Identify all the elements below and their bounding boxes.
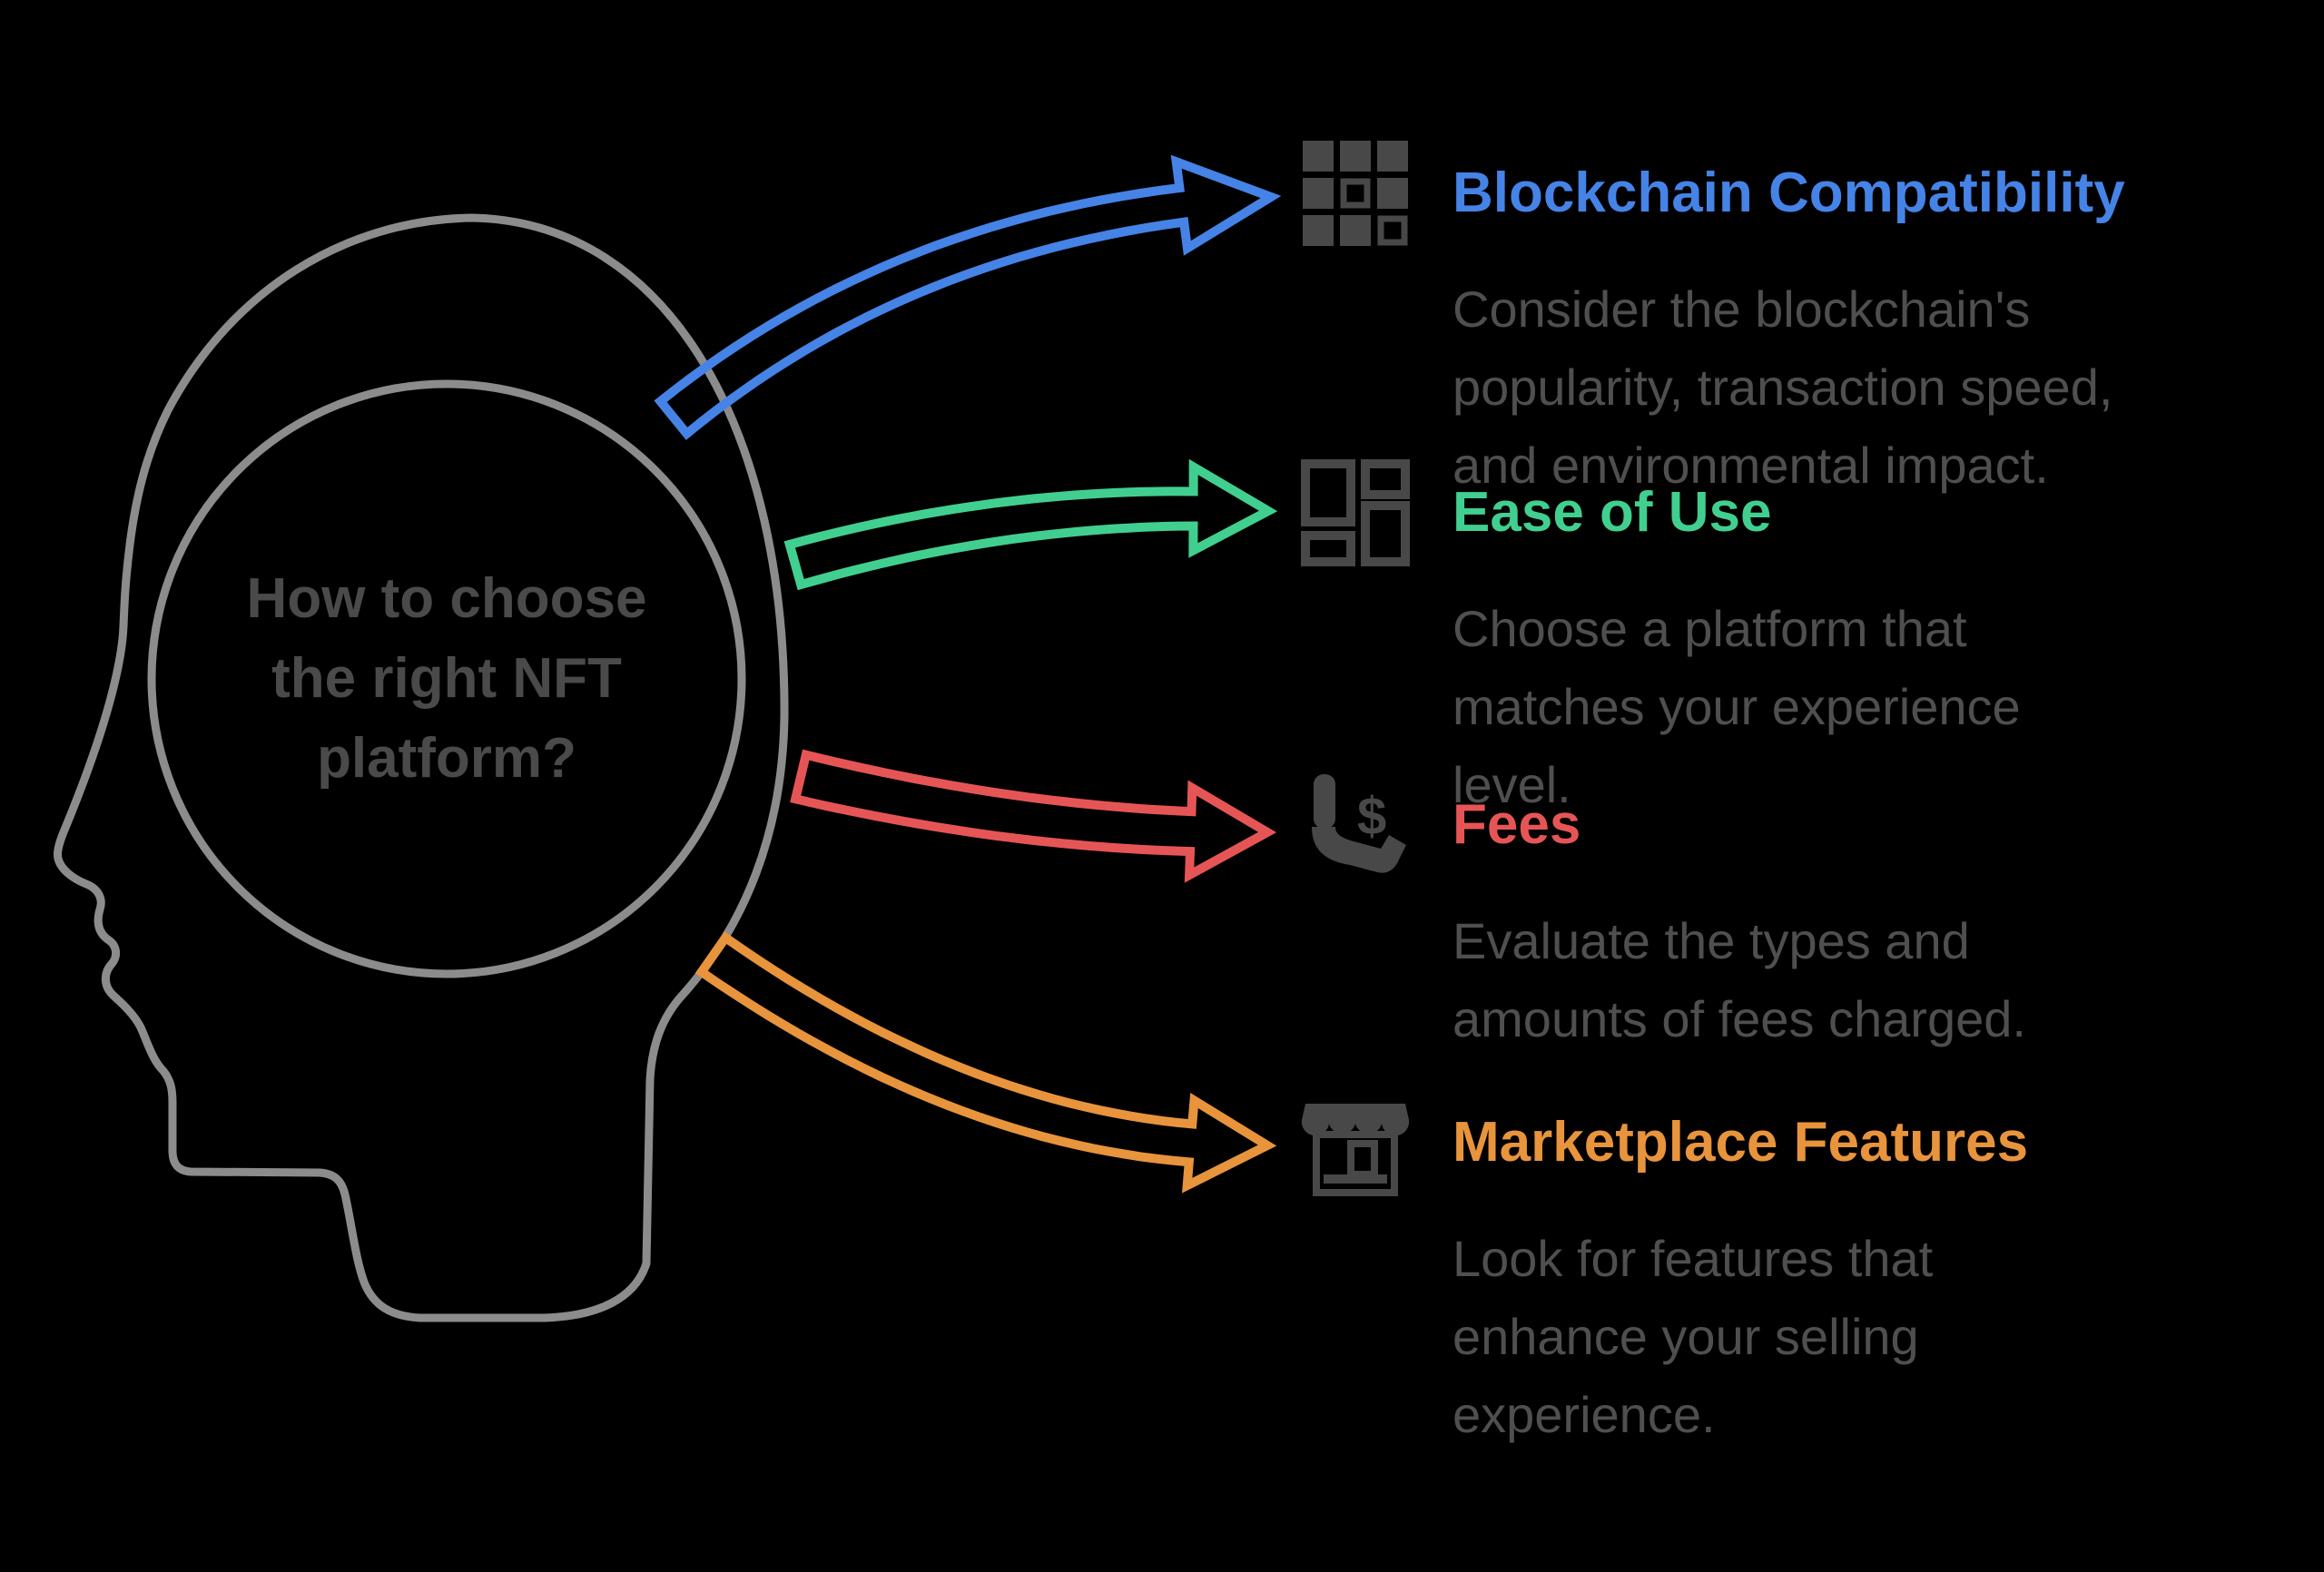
dashboard-layout-icon xyxy=(1295,456,1415,570)
blockchain-blocks-icon xyxy=(1295,136,1415,251)
section-title: Ease of Use xyxy=(1452,480,1772,544)
section-description: Evaluate the types and amounts of fees c… xyxy=(1452,912,2026,1047)
brain-circle xyxy=(147,379,746,978)
section-ease-of-use: Ease of Use Choose a platform that match… xyxy=(1295,456,2258,824)
section-fees: $ Fees Evaluate the types and amounts of… xyxy=(1295,768,2258,1058)
section-description: Look for features that enhance your sell… xyxy=(1452,1230,1934,1443)
arrow-blockchain-compatibility xyxy=(654,154,1282,440)
section-title: Marketplace Features xyxy=(1452,1110,2029,1174)
central-question: How to choose the right NFT platform? xyxy=(246,567,647,790)
section-description: Choose a platform that matches your expe… xyxy=(1452,600,2021,813)
storefront-icon xyxy=(1295,1086,1415,1200)
section-title: Blockchain Compatibility xyxy=(1452,161,2125,224)
arrow-fees xyxy=(790,749,1277,883)
arrow-ease-of-use xyxy=(783,458,1278,591)
section-marketplace-features: Marketplace Features Look for features t… xyxy=(1295,1086,2258,1454)
section-description: Consider the blockchain's popularity, tr… xyxy=(1452,280,2113,494)
section-blockchain-compatibility: Blockchain Compatibility Consider the bl… xyxy=(1295,136,2258,505)
section-title: Fees xyxy=(1452,792,1581,856)
dollar-glyph: $ xyxy=(1357,787,1386,846)
arrow-marketplace-features xyxy=(694,931,1277,1194)
hand-dollar-icon: $ xyxy=(1295,768,1415,882)
